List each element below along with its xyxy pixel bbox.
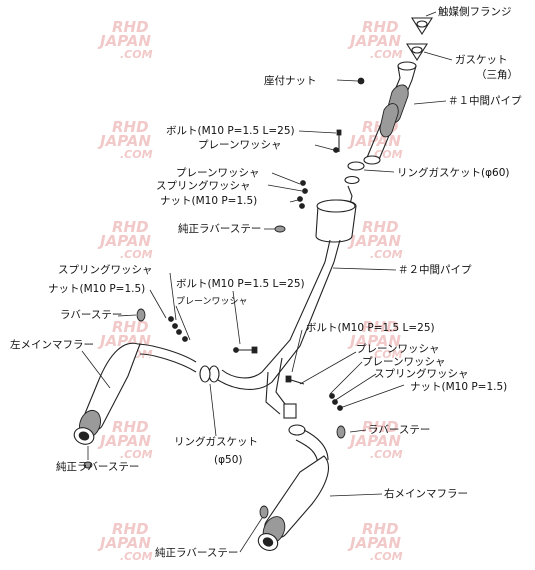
rubber-stay-left: [136, 308, 146, 322]
label-washer-top: プレーンワッシャ: [198, 139, 281, 151]
label-spring-washer-right: スプリングワッシャ: [374, 367, 469, 380]
label-rubber-stay-left: ラバーステー: [60, 309, 122, 321]
watermark-line2: JAPAN: [347, 332, 401, 350]
label-bolt-top: ボルト(M10 P=1.5 L=25): [166, 125, 295, 137]
center-muffler: [315, 185, 357, 263]
watermark: RHD JAPAN .COM: [347, 520, 403, 563]
label-nut-left: ナット(M10 P=1.5): [48, 283, 145, 295]
watermark-line3: .COM: [370, 348, 403, 361]
rubber-stay-1: [274, 225, 286, 233]
watermark: RHD JAPAN .COM: [347, 18, 403, 61]
watermark-line1: RHD: [362, 318, 399, 336]
label-seat-nut: 座付ナット: [264, 74, 317, 87]
label-washer2: プレーンワッシャ: [176, 167, 259, 179]
watermark-line3: .COM: [120, 148, 153, 161]
watermark-line3: .COM: [120, 448, 153, 461]
watermark: RHD JAPAN .COM: [97, 18, 153, 61]
watermark-line2: JAPAN: [97, 32, 151, 50]
watermark: RHD JAPAN .COM: [347, 418, 403, 461]
label-cat-flange: 触媒側フランジ: [438, 5, 512, 18]
label-pipe2: ＃２中間パイプ: [398, 263, 472, 276]
watermark: RHD JAPAN .COM: [97, 520, 153, 563]
fastener-stack-left: [168, 316, 188, 342]
label-rubber-stay1: 純正ラバーステー: [178, 222, 261, 235]
bolt-left: [233, 346, 258, 354]
watermark-line3: .COM: [120, 550, 153, 563]
label-washer-right2: プレーンワッシャ: [362, 356, 445, 368]
label-spring-washer-left: スプリングワッシャ: [58, 263, 153, 276]
labels: 触媒側フランジ ガスケット （三角） 座付ナット ＃１中間パイプ ボルト(M10…: [10, 5, 522, 559]
rubber-stay-bottom: [259, 505, 269, 519]
watermark: RHD JAPAN .COM: [97, 218, 153, 261]
watermark-line1: RHD: [112, 118, 149, 136]
fastener-stack-middle: [297, 180, 308, 209]
watermark-line1: RHD: [112, 520, 149, 538]
watermark-line1: RHD: [362, 18, 399, 36]
watermark-line2: JAPAN: [97, 132, 151, 150]
ring-gasket-50: [199, 365, 211, 383]
label-washer-right1: プレーンワッシャ: [356, 343, 439, 355]
label-rubber-stay-bottom-left: 純正ラバーステー: [56, 460, 139, 473]
watermark-line1: RHD: [112, 318, 149, 336]
label-gasket-sub: （三角）: [476, 69, 518, 81]
watermark-line3: .COM: [370, 448, 403, 461]
ring-gasket-right: [288, 424, 306, 436]
watermark-line1: RHD: [362, 520, 399, 538]
watermark: RHD JAPAN .COM: [347, 218, 403, 261]
watermark-line2: JAPAN: [97, 432, 151, 450]
center-pipe-2: [208, 261, 335, 419]
watermark-line2: JAPAN: [347, 432, 401, 450]
watermark-line3: .COM: [370, 48, 403, 61]
watermark-line2: JAPAN: [347, 32, 401, 50]
watermark: RHD JAPAN .COM: [97, 118, 153, 161]
center-pipe-1: [363, 61, 417, 165]
label-rubber-stay-right: ラバーステー: [368, 424, 430, 436]
watermark-line1: RHD: [112, 218, 149, 236]
watermark-line2: JAPAN: [97, 232, 151, 250]
rubber-stay-bottom-left: [83, 461, 93, 469]
watermark-line3: .COM: [120, 48, 153, 61]
label-gasket: ガスケット: [455, 54, 508, 66]
label-pipe1: ＃１中間パイプ: [448, 94, 522, 107]
watermark-line3: .COM: [370, 550, 403, 563]
label-nut2: ナット(M10 P=1.5): [160, 195, 257, 207]
watermark-line3: .COM: [120, 248, 153, 261]
ring-gasket-60: [347, 161, 365, 171]
label-spring-washer2: スプリングワッシャ: [156, 179, 251, 192]
watermark-line2: JAPAN: [97, 534, 151, 552]
watermark-line3: .COM: [370, 248, 403, 261]
left-main-muffler: [73, 342, 197, 445]
label-right-muffler: 右メインマフラー: [384, 487, 468, 500]
label-bolt-left: ボルト(M10 P=1.5 L=25): [176, 278, 305, 290]
label-rubber-stay-bottom: 純正ラバーステー: [155, 546, 238, 559]
label-ring-gasket50: リングガスケット: [174, 435, 258, 448]
watermark: RHD JAPAN .COM: [97, 418, 153, 461]
label-washer-left: プレーンワッシャ: [176, 296, 248, 307]
right-main-muffler: [257, 429, 329, 551]
watermark-line1: RHD: [112, 418, 149, 436]
watermark-line2: JAPAN: [347, 534, 401, 552]
seat-nut: [357, 77, 365, 85]
watermark-line1: RHD: [362, 218, 399, 236]
label-left-muffler: 左メインマフラー: [10, 338, 94, 351]
label-ring-gasket50-sub: (φ50): [214, 454, 242, 466]
watermark-line1: RHD: [362, 418, 399, 436]
bolt-top: [333, 129, 342, 153]
parts-drawing: [73, 17, 433, 551]
watermark-line1: RHD: [112, 18, 149, 36]
rubber-stay-right: [336, 425, 346, 439]
label-ring-gasket60: リングガスケット(φ60): [397, 166, 509, 179]
watermark-line2: JAPAN: [347, 232, 401, 250]
label-nut-right: ナット(M10 P=1.5): [410, 381, 507, 393]
watermark: RHD JAPAN .COM: [347, 318, 403, 361]
label-bolt-right: ボルト(M10 P=1.5 L=25): [306, 322, 435, 334]
leader-lines: [81, 11, 453, 553]
